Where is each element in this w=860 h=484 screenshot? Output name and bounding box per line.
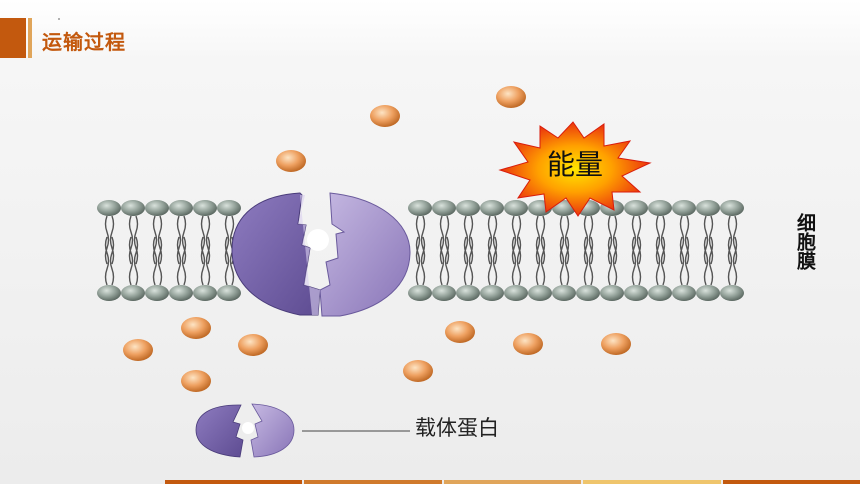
molecule (123, 339, 153, 361)
footer-segment (443, 480, 582, 484)
phospholipid (168, 199, 194, 265)
molecule (181, 370, 211, 392)
phospholipid (96, 199, 122, 265)
phospholipid (144, 199, 170, 265)
phospholipid (479, 199, 505, 265)
molecule (276, 150, 306, 172)
tiny-dot (58, 18, 60, 20)
molecule (445, 321, 475, 343)
molecule (403, 360, 433, 382)
legend-carrier-protein-icon (195, 403, 295, 458)
phospholipid (407, 236, 433, 302)
phospholipid (695, 236, 721, 302)
molecule (181, 317, 211, 339)
phospholipid (455, 199, 481, 265)
molecule (496, 86, 526, 108)
phospholipid (120, 236, 146, 302)
phospholipid (96, 236, 122, 302)
phospholipid (647, 236, 673, 302)
legend-label: 载体蛋白 (415, 416, 499, 440)
energy-label: 能量 (546, 148, 603, 181)
phospholipid (192, 236, 218, 302)
phospholipid (192, 199, 218, 265)
bilayer-inner-leaflet (96, 236, 745, 302)
slide-title: 运输过程 (42, 30, 126, 54)
phospholipid (479, 236, 505, 302)
phospholipid (671, 199, 697, 265)
bilayer-outer-leaflet (96, 199, 745, 265)
phospholipid (168, 236, 194, 302)
phospholipid (503, 236, 529, 302)
header-accent-line (28, 18, 32, 58)
phospholipid (623, 236, 649, 302)
phospholipid (407, 199, 433, 265)
solute-molecules (123, 86, 631, 392)
membrane-label: 细胞膜 (794, 213, 816, 270)
phospholipid (503, 199, 529, 265)
phospholipid (647, 199, 673, 265)
phospholipid (551, 199, 577, 265)
phospholipid (599, 199, 625, 265)
phospholipid (431, 236, 457, 302)
energy-starburst (498, 121, 652, 217)
phospholipid (623, 199, 649, 265)
footer-segment (304, 480, 442, 484)
footer-segment (165, 480, 303, 484)
phospholipid (575, 236, 601, 302)
molecule (238, 334, 268, 356)
molecule (370, 105, 400, 127)
phospholipid (455, 236, 481, 302)
footer-color-bar (165, 480, 860, 484)
footer-segment (583, 480, 721, 484)
footer-segment (722, 480, 860, 484)
phospholipid (551, 236, 577, 302)
header-accent-block (0, 18, 26, 58)
phospholipid (695, 199, 721, 265)
phospholipid (120, 199, 146, 265)
molecule (601, 333, 631, 355)
molecule (513, 333, 543, 355)
phospholipid (527, 236, 553, 302)
phospholipid (431, 199, 457, 265)
phospholipid (144, 236, 170, 302)
carrier-protein (231, 192, 411, 317)
phospholipid (719, 199, 745, 265)
phospholipid (671, 236, 697, 302)
phospholipid (719, 236, 745, 302)
phospholipid (599, 236, 625, 302)
